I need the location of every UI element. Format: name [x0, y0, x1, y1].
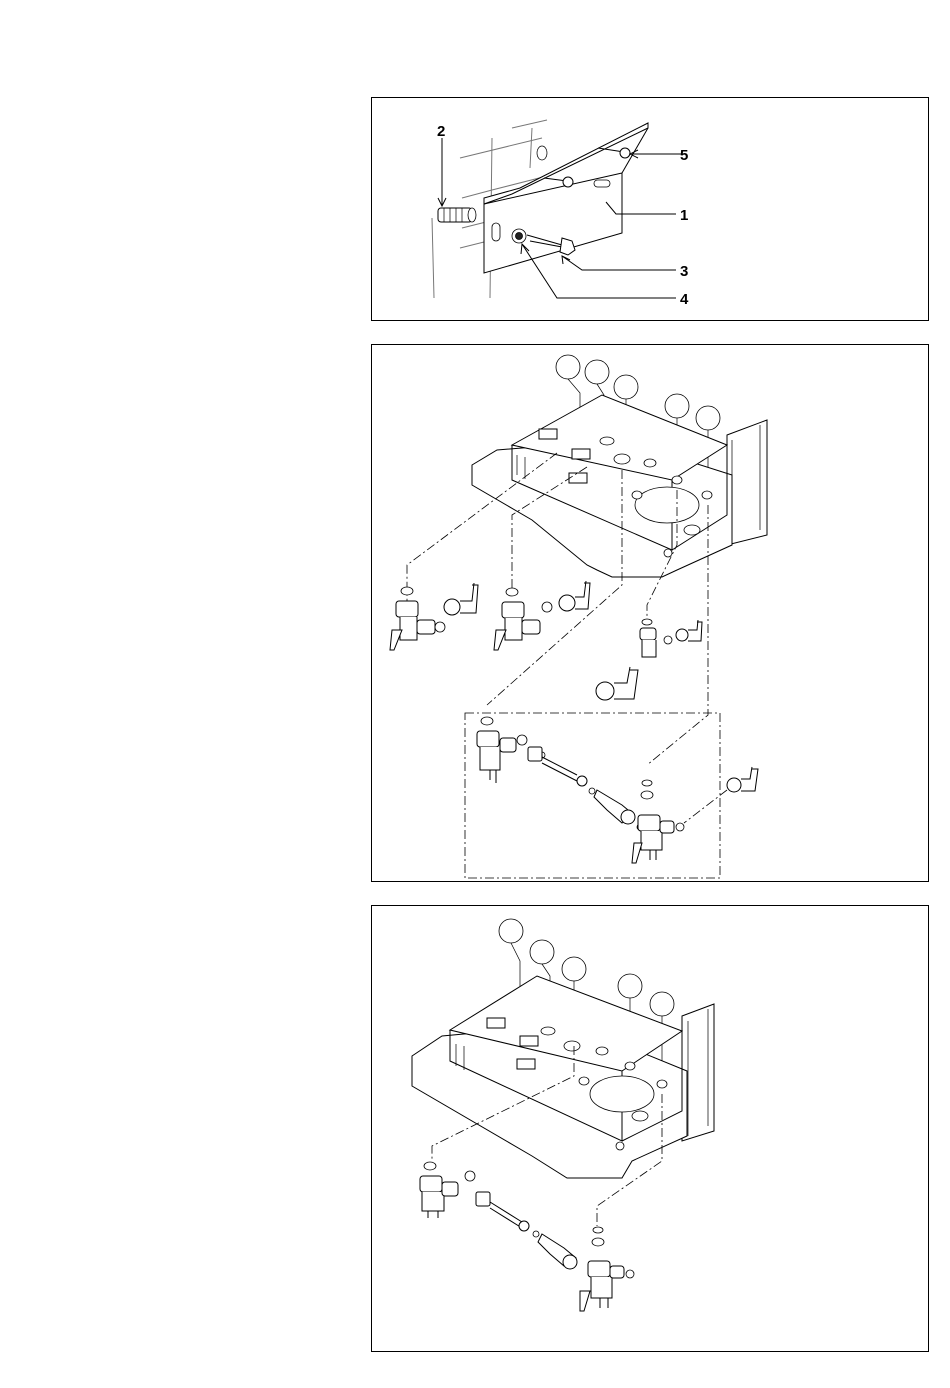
bracket-fixing-diagram: 2 5 1 3 [371, 97, 929, 321]
valve-group-2 [494, 581, 590, 650]
valve-group-1 [390, 583, 478, 650]
connection-kit-diagram-a [371, 344, 929, 882]
callout-3: 3 [680, 263, 688, 280]
callout-4: 4 [680, 291, 689, 308]
filter-assembly-b [476, 1192, 577, 1269]
valve-right-b [580, 1227, 634, 1311]
connection-kit-diagram-b [371, 905, 929, 1352]
base-tray-b [412, 976, 687, 1178]
callout-1: 1 [680, 207, 688, 224]
kit-valve-right [632, 780, 684, 863]
elbow-group [640, 619, 702, 657]
wall-plug-hole [537, 146, 547, 160]
callout-2: 2 [437, 123, 445, 140]
bracket-fixing-drawing: 2 5 1 3 [372, 98, 928, 320]
wall-plug [438, 208, 476, 222]
callout-5: 5 [680, 147, 688, 164]
pipe-bend-right [684, 767, 758, 823]
connection-kit-drawing-a [372, 345, 928, 881]
valve-left-b [420, 1162, 475, 1218]
connection-kit-drawing-b [372, 906, 928, 1351]
base-tray [472, 395, 732, 577]
boiler-side-panel [727, 420, 767, 545]
filter-assembly [528, 747, 643, 830]
pipe-bend [596, 667, 638, 700]
